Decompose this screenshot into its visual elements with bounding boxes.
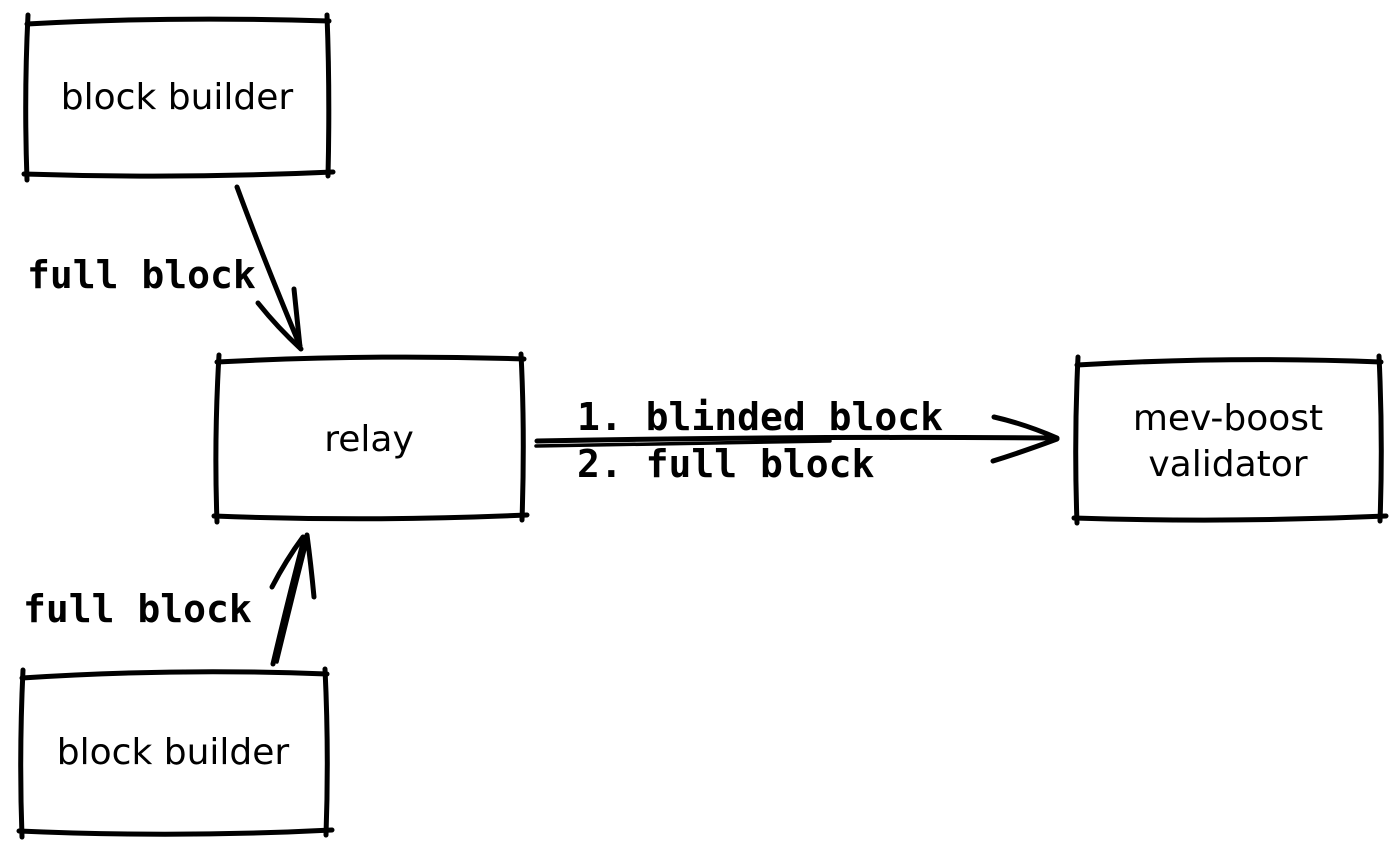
box-edge-bottom: [21, 169, 336, 179]
node-block-builder-bottom: block builder: [16, 666, 335, 840]
edge-label-line1: 1. blinded block: [577, 395, 943, 439]
box-edge-top: [214, 354, 527, 365]
node-relay: relay: [211, 351, 530, 525]
box-edge-left: [1073, 354, 1081, 526]
node-label-line1: mev-boost: [1133, 398, 1323, 439]
edge-relay-to-validator: 1. blinded block 2. full block: [534, 395, 1060, 486]
box-edge-right: [324, 12, 332, 179]
box-edge-bottom: [16, 827, 335, 837]
box-edge-right: [322, 666, 330, 838]
node-mev-boost-validator: mev-boost validator: [1071, 353, 1389, 526]
box-edge-right: [1376, 353, 1384, 524]
box-edge-bottom: [1071, 513, 1389, 523]
arrow-shaft-double: [275, 539, 309, 664]
edge-bottom-builder-to-relay: full block: [23, 532, 317, 667]
arrow-shaft-double: [534, 439, 832, 448]
box-edge-top: [19, 669, 330, 681]
edge-label-line2: 2. full block: [577, 442, 875, 486]
box-edge-bottom: [211, 512, 530, 522]
arrow-shaft: [270, 536, 307, 667]
arrow-head: [991, 414, 1060, 441]
arrow-shaft: [534, 434, 1057, 444]
node-block-builder-top: block builder: [21, 12, 336, 183]
arrow-head: [269, 534, 306, 590]
arrow-head: [304, 532, 317, 600]
node-label: block builder: [57, 732, 290, 773]
arrow-shaft: [234, 184, 303, 349]
box-edge-left: [18, 667, 26, 840]
box-edge-left: [213, 352, 222, 525]
node-label: block builder: [61, 77, 294, 118]
box-edge-top: [1074, 357, 1384, 368]
arrow-head: [291, 286, 303, 350]
arrow-head: [990, 436, 1060, 464]
edge-top-builder-to-relay: full block: [27, 184, 304, 352]
node-label-line2: validator: [1148, 444, 1307, 485]
node-label: relay: [324, 419, 414, 460]
box-edge-top: [24, 16, 332, 27]
edge-label: full block: [23, 587, 252, 631]
box-edge-right: [518, 351, 526, 523]
box-edge-left: [23, 12, 31, 183]
arrow-head: [255, 300, 304, 352]
edge-label: full block: [27, 253, 256, 297]
